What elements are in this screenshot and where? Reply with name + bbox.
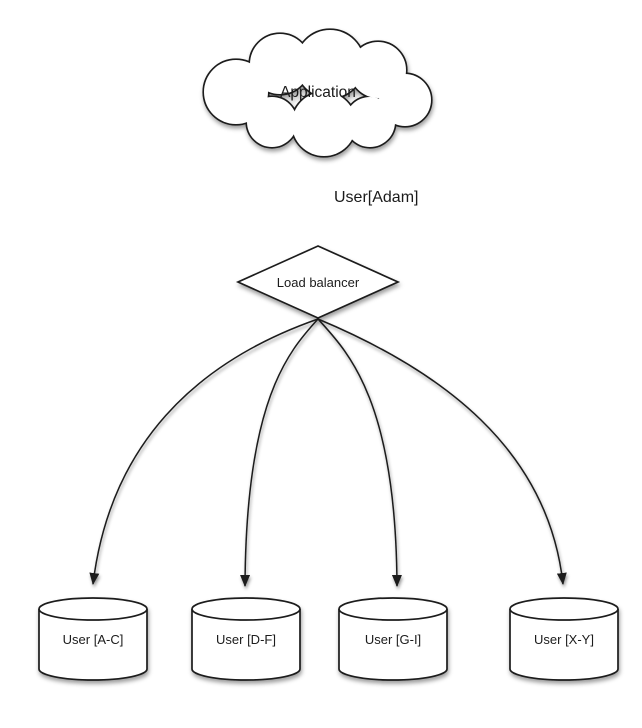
load-balancer-node: Load balancer <box>235 245 401 319</box>
cylinder-top <box>509 597 619 621</box>
database-cylinder-shard-xy: User [X-Y] <box>509 597 619 681</box>
cloud-shape <box>202 28 433 158</box>
cylinder-body <box>338 609 448 681</box>
cylinder-top <box>191 597 301 621</box>
application-cloud-node: Application <box>202 28 433 158</box>
database-cylinder-shard-ac: User [A-C] <box>38 597 148 681</box>
loadbalancer-to-shards-arrows <box>89 318 567 587</box>
database-cylinder-shard-df: User [D-F] <box>191 597 301 681</box>
cylinder-body <box>191 609 301 681</box>
arrow-to-shard-ac <box>89 318 319 585</box>
shard-label: User [G-I] <box>365 632 421 647</box>
cylinder-top <box>38 597 148 621</box>
application-label: Application <box>280 84 356 101</box>
shard-label: User [X-Y] <box>534 632 594 647</box>
cylinder-body <box>38 609 148 681</box>
database-cylinder-shard-gi: User [G-I] <box>338 597 448 681</box>
arrow-to-shard-df <box>240 318 319 587</box>
cylinder-body <box>509 609 619 681</box>
shard-label: User [D-F] <box>216 632 276 647</box>
load-balancer-label: Load balancer <box>277 275 360 290</box>
request-flow-label: User[Adam] <box>334 189 418 206</box>
cylinder-top <box>338 597 448 621</box>
arrow-to-shard-gi <box>317 318 402 587</box>
load-balancer-diamond <box>235 245 401 319</box>
shard-label: User [A-C] <box>63 632 124 647</box>
arrow-to-shard-xy <box>317 318 567 585</box>
shard-cylinders: User [A-C] User [D-F] User [G-I] User [X… <box>38 597 619 681</box>
